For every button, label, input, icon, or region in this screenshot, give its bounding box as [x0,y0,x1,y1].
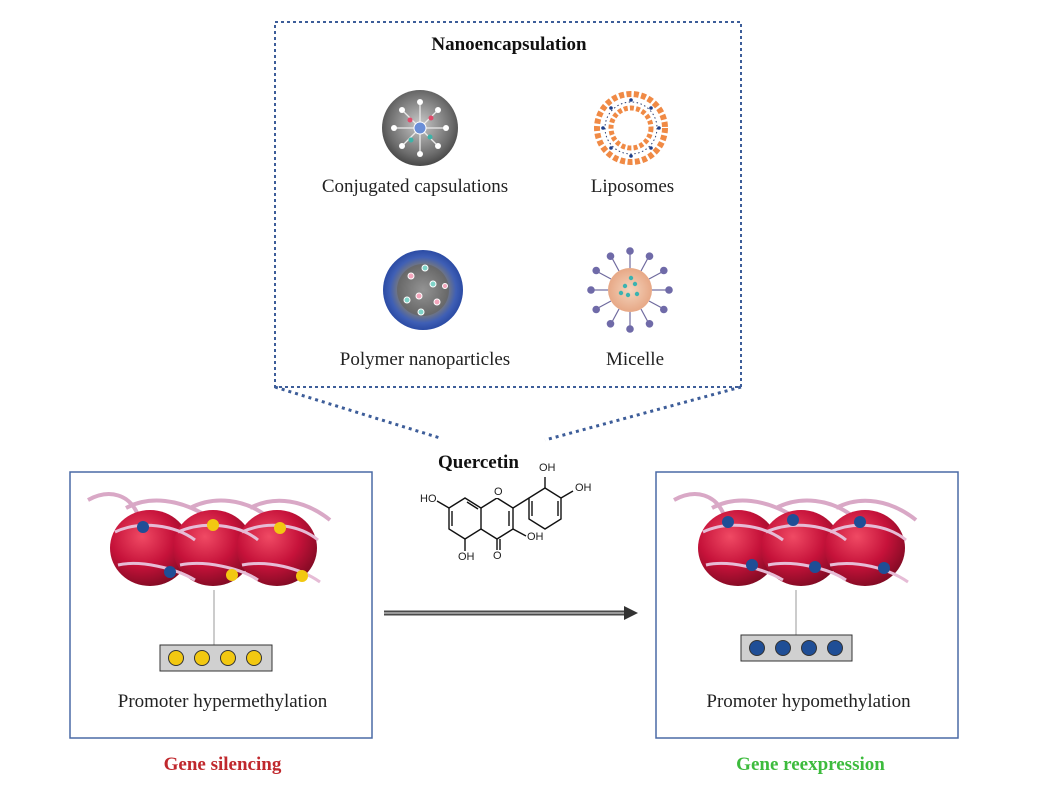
label-micelle: Micelle [605,349,665,370]
funnel-line-left [274,385,441,440]
label-liposomes: Liposomes [590,176,675,197]
right-promoter-cpgs [749,640,843,656]
conjugated-capsulation-icon [382,90,458,166]
left-nucleosome-array [87,492,332,586]
quercetin-ring-oxygen: O [493,486,504,498]
quercetin-structure [436,477,574,551]
left-nucleosome-marks [137,519,308,582]
gene-reexpression-label: Gene reexpression [736,754,885,775]
funnel-line-right [544,385,742,442]
left-promoter-cpgs [168,650,262,666]
nanoencapsulation-box [274,21,742,388]
quercetin-oh-c3: OH [527,531,544,543]
gene-silencing-label: Gene silencing [163,754,282,775]
quercetin-oh-bottom: OH [458,551,475,563]
polymer-nanoparticle-icon [383,250,463,330]
right-panel-box [655,471,959,739]
right-nucleosome-marks [722,514,890,574]
left-panel-box [69,471,373,739]
micelle-icon [587,247,673,333]
treatment-arrow [384,606,638,620]
quercetin-label: Quercetin [438,452,519,473]
right-nucleosome-array [673,492,918,586]
right-panel-caption: Promoter hypomethylation [706,691,911,712]
liposome-icon [594,91,668,165]
quercetin-oh-right: OH [575,482,592,494]
left-panel-caption: Promoter hypermethylation [117,691,328,712]
nanoencapsulation-title: Nanoencapsulation [431,34,587,55]
quercetin-ho-left: HO [420,493,437,505]
quercetin-carbonyl-oxygen: O [493,550,502,562]
label-conjugated-capsulations: Conjugated capsulations [321,176,509,197]
label-polymer-nanoparticles: Polymer nanoparticles [339,349,511,370]
quercetin-oh-top: OH [539,462,556,474]
